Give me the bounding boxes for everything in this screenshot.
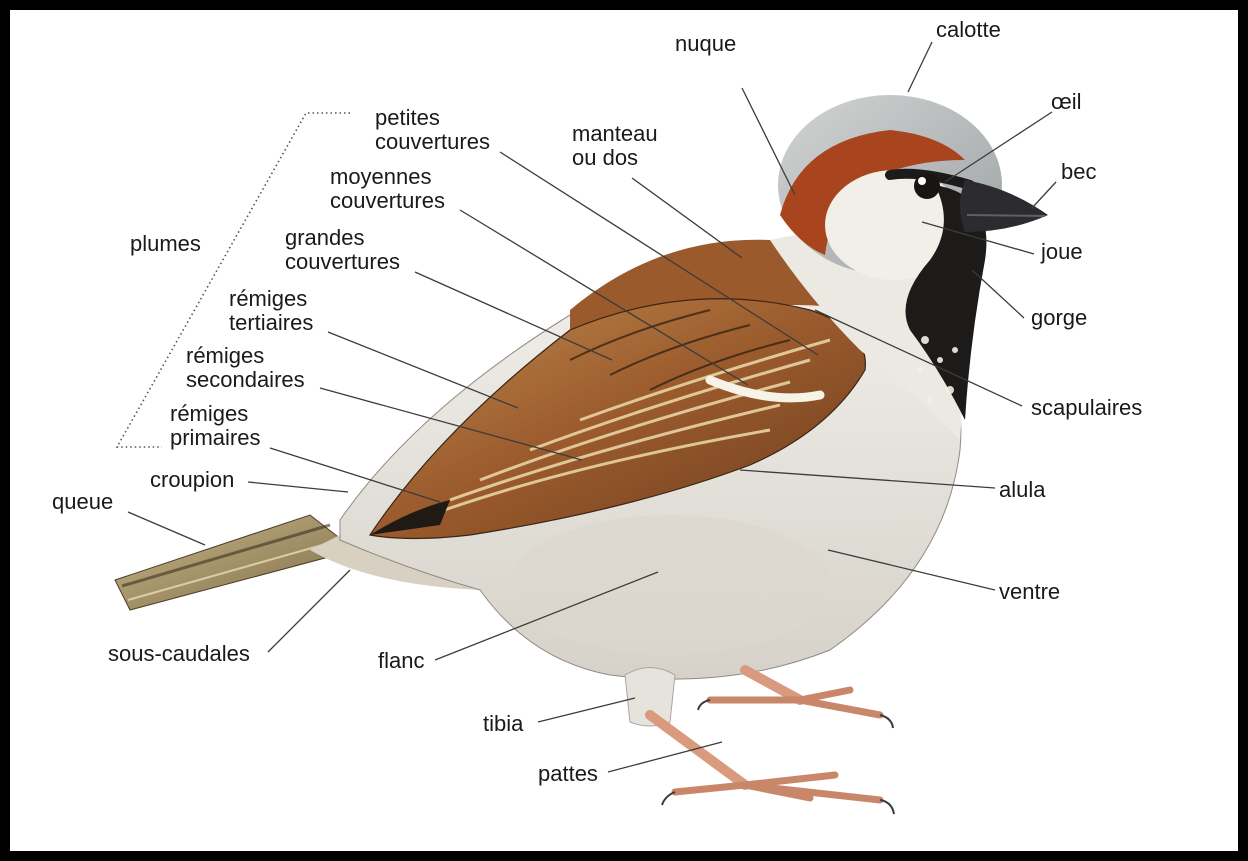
- label-nuque: nuque: [675, 32, 736, 56]
- label-gorge: gorge: [1031, 306, 1087, 330]
- leader-gorge: [972, 270, 1024, 318]
- label-pattes: pattes: [538, 762, 598, 786]
- label-moyennes-couvertures: moyennes couvertures: [330, 165, 445, 213]
- label-moyennes-line2: couvertures: [330, 189, 445, 213]
- label-alula: alula: [999, 478, 1045, 502]
- label-remiges-secondaires: rémiges secondaires: [186, 344, 305, 392]
- label-petites-line1: petites: [375, 106, 490, 130]
- beak-shape: [960, 180, 1048, 232]
- leader-manteau: [632, 178, 742, 258]
- label-secondaires-line2: secondaires: [186, 368, 305, 392]
- label-sous-caudales: sous-caudales: [108, 642, 250, 666]
- label-tertiaires-line2: tertiaires: [229, 311, 313, 335]
- label-remiges-primaires: rémiges primaires: [170, 402, 260, 450]
- eye-shape: [914, 173, 940, 199]
- label-grandes-line2: couvertures: [285, 250, 400, 274]
- label-tibia: tibia: [483, 712, 523, 736]
- label-ventre: ventre: [999, 580, 1060, 604]
- label-secondaires-line1: rémiges: [186, 344, 305, 368]
- label-oeil: œil: [1051, 90, 1082, 114]
- sparrow-illustration: [115, 95, 1048, 814]
- label-primaires-line2: primaires: [170, 426, 260, 450]
- leader-tibia: [538, 698, 635, 722]
- leader-croupion: [248, 482, 348, 492]
- label-scapulaires: scapulaires: [1031, 396, 1142, 420]
- leader-calotte: [908, 42, 932, 92]
- label-manteau-line1: manteau: [572, 122, 658, 146]
- leader-sous-caudales: [268, 570, 350, 652]
- leader-bec: [1032, 182, 1056, 208]
- label-moyennes-line1: moyennes: [330, 165, 445, 189]
- label-joue: joue: [1041, 240, 1083, 264]
- label-manteau-line2: ou dos: [572, 146, 658, 170]
- plumes-bracket: [117, 113, 350, 447]
- label-flanc: flanc: [378, 649, 424, 673]
- label-croupion: croupion: [150, 468, 234, 492]
- label-queue: queue: [52, 490, 113, 514]
- label-petites-couvertures: petites couvertures: [375, 106, 490, 154]
- label-grandes-couvertures: grandes couvertures: [285, 226, 400, 274]
- label-plumes: plumes: [130, 232, 201, 256]
- label-remiges-tertiaires: rémiges tertiaires: [229, 287, 313, 335]
- label-grandes-line1: grandes: [285, 226, 400, 250]
- label-tertiaires-line1: rémiges: [229, 287, 313, 311]
- label-primaires-line1: rémiges: [170, 402, 260, 426]
- label-manteau: manteau ou dos: [572, 122, 658, 170]
- leader-queue: [128, 512, 205, 545]
- label-petites-line2: couvertures: [375, 130, 490, 154]
- label-bec: bec: [1061, 160, 1096, 184]
- leader-nuque: [742, 88, 795, 195]
- label-calotte: calotte: [936, 18, 1001, 42]
